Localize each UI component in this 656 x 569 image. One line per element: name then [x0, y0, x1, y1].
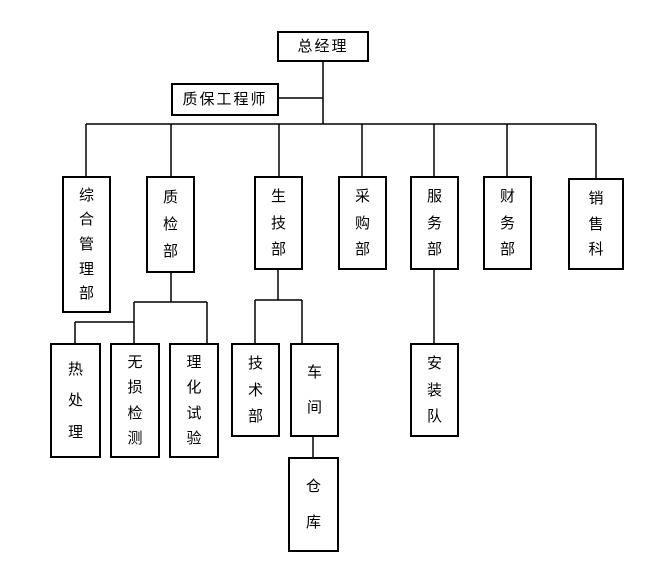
node-label: 理化试验 — [186, 353, 202, 447]
org-node-technical-dept: 技术部 — [231, 343, 280, 437]
org-node-warehouse: 仓库 — [288, 457, 339, 552]
node-label: 质保工程师 — [182, 90, 268, 108]
org-node-general-manager: 总经理 — [277, 31, 369, 62]
node-label: 无损检测 — [127, 353, 143, 447]
node-label: 质检部 — [162, 188, 178, 260]
node-label: 采购部 — [354, 187, 370, 258]
org-node-qa-engineer: 质保工程师 — [171, 83, 279, 116]
org-node-physchem-test: 理化试验 — [169, 343, 219, 458]
node-label: 技术部 — [247, 354, 263, 425]
org-node-ndt: 无损检测 — [110, 343, 160, 458]
org-node-general-admin-dept: 综合管理部 — [62, 176, 111, 313]
node-label: 安装队 — [426, 354, 442, 425]
org-node-finance-dept: 财务部 — [483, 176, 532, 270]
node-label: 综合管理部 — [78, 185, 94, 303]
org-node-installation-team: 安装队 — [410, 343, 459, 437]
node-label: 销售科 — [588, 188, 604, 259]
node-label: 仓库 — [305, 477, 321, 531]
org-node-workshop: 车间 — [290, 343, 339, 437]
org-node-quality-inspection-dept: 质检部 — [146, 176, 195, 273]
org-node-sales-section: 销售科 — [568, 178, 624, 270]
node-label: 热处理 — [67, 359, 83, 441]
org-node-heat-treatment: 热处理 — [50, 343, 101, 458]
node-label: 生技部 — [270, 187, 286, 258]
org-node-purchasing-dept: 采购部 — [338, 176, 387, 270]
org-node-production-tech-dept: 生技部 — [254, 176, 303, 270]
org-node-service-dept: 服务部 — [410, 176, 459, 270]
node-label: 车间 — [306, 363, 322, 416]
node-label: 财务部 — [499, 187, 515, 258]
node-label: 总经理 — [297, 37, 349, 55]
node-label: 服务部 — [426, 187, 442, 258]
